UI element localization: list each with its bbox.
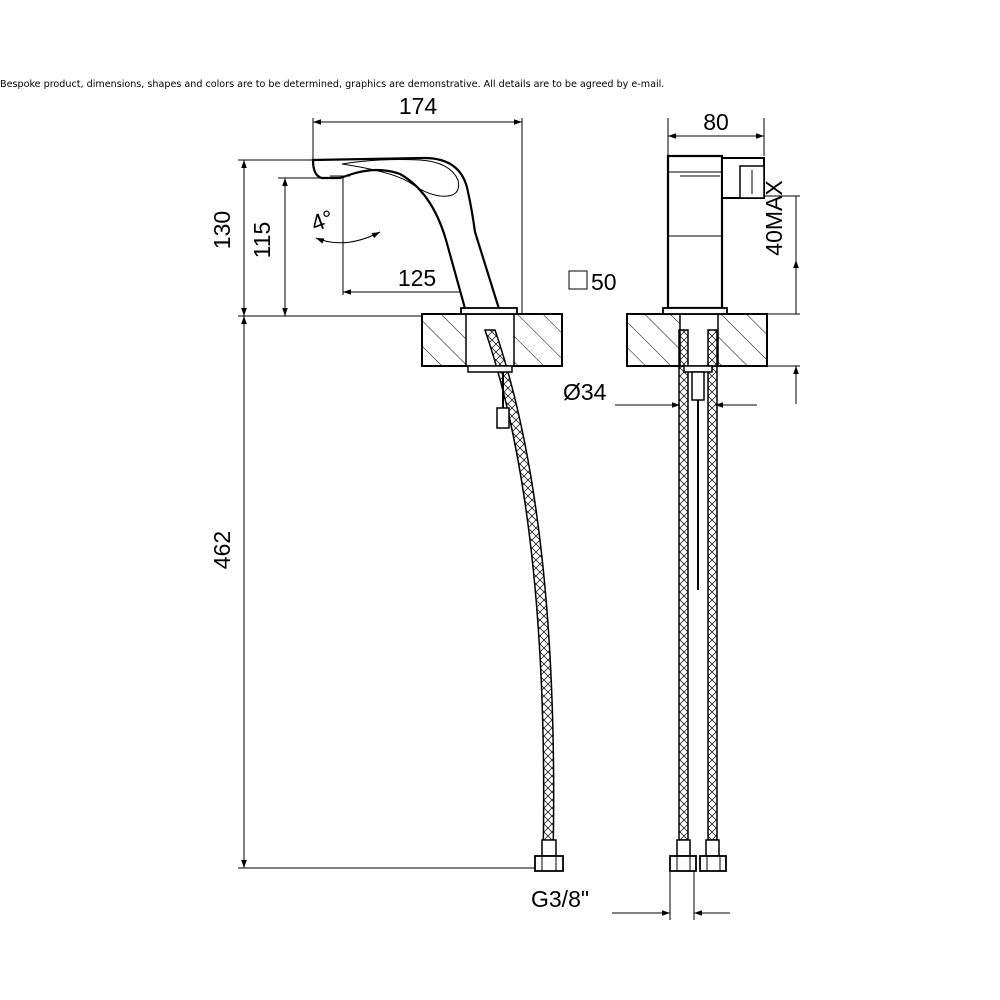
front-hose-nut-left	[669, 855, 697, 872]
label-height-total: 130	[209, 211, 235, 249]
side-faucet-base	[460, 307, 518, 315]
side-hose-nut	[534, 855, 564, 872]
front-faucet-body	[666, 154, 724, 310]
label-max-deck: 40MAX	[761, 180, 787, 255]
side-fixing-plate	[467, 365, 513, 373]
front-hose-right	[707, 329, 718, 841]
side-fixing-nut	[496, 407, 510, 429]
front-hose-nut-right	[699, 855, 727, 872]
side-view	[238, 118, 564, 872]
angle-arc	[315, 231, 381, 244]
label-height-spout: 115	[249, 222, 275, 259]
label-hose-length: 462	[209, 531, 235, 569]
side-hose-ferrule	[541, 839, 557, 857]
front-hose-left	[678, 329, 689, 841]
side-faucet-body	[311, 156, 502, 314]
front-fixing-plate	[683, 365, 713, 373]
label-width-side: 174	[399, 93, 438, 119]
label-width-front: 80	[703, 109, 729, 135]
front-faucet-base	[662, 307, 728, 315]
disclaimer-note: Bespoke product, dimensions, shapes and …	[0, 79, 665, 90]
side-lever-handle	[341, 159, 460, 197]
side-hose	[483, 329, 555, 861]
label-connection: G3/8"	[531, 886, 589, 912]
label-base-square: 50	[591, 269, 617, 295]
square-symbol-icon	[568, 270, 588, 290]
front-fixing-nut	[691, 371, 705, 401]
label-angle: 4°	[307, 205, 337, 237]
label-hole-diameter: Ø34	[563, 379, 607, 405]
front-view	[612, 118, 800, 920]
label-reach: 125	[398, 265, 436, 291]
